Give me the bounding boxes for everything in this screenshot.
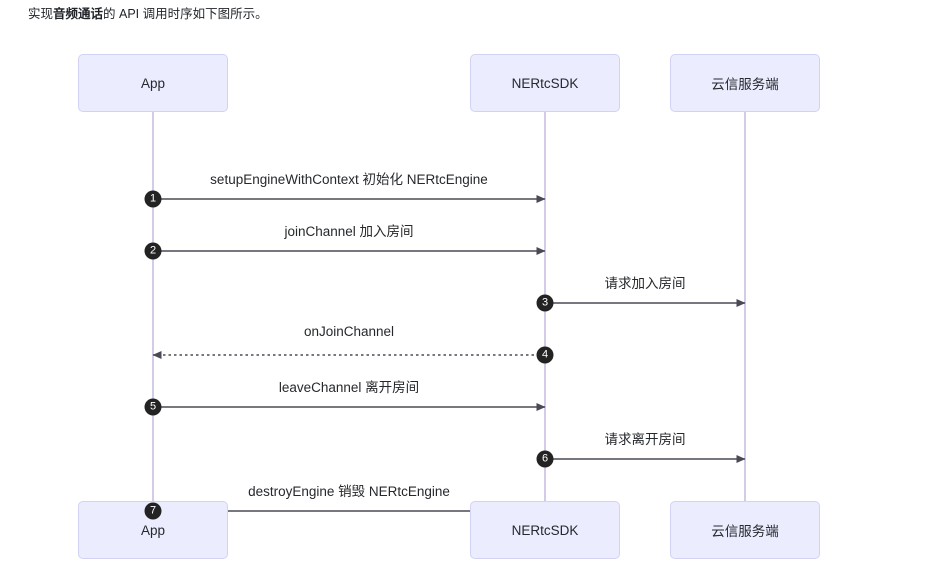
message-label-6: 请求离开房间: [604, 432, 686, 447]
sequence-number-badge-3: 3: [536, 294, 554, 312]
sequence-number-badge-7: 7: [144, 502, 162, 520]
message-label-2: joinChannel 加入房间: [284, 224, 414, 239]
participant-label-server: 云信服务端: [711, 524, 779, 539]
intro-emphasis: 音频通话: [53, 7, 104, 21]
intro-suffix: 的 API 调用时序如下图所示。: [103, 7, 268, 21]
participant-box-sdk-top[interactable]: NERtcSDK: [470, 54, 620, 112]
message-label-3: 请求加入房间: [604, 276, 686, 291]
participant-label-sdk: NERtcSDK: [511, 75, 579, 91]
participant-box-server-top[interactable]: 云信服务端: [670, 54, 820, 112]
message-arrows-group: [152, 195, 746, 515]
intro-prefix: 实现: [28, 7, 54, 21]
participant-box-server-bottom[interactable]: 云信服务端: [670, 501, 820, 559]
participant-label-app: App: [140, 522, 166, 538]
participant-label-app: App: [140, 75, 166, 91]
message-label-4: onJoinChannel: [303, 324, 395, 339]
sequence-number-badge-4: 4: [536, 346, 554, 364]
participant-box-sdk-bottom[interactable]: NERtcSDK: [470, 501, 620, 559]
sequence-number-badge-6: 6: [536, 450, 554, 468]
message-label-5: leaveChannel 离开房间: [278, 380, 420, 395]
diagram-canvas: [152, 112, 746, 515]
participant-box-app-top[interactable]: App: [78, 54, 228, 112]
intro-paragraph: 实现音频通话的 API 调用时序如下图所示。: [28, 5, 268, 23]
message-label-1: setupEngineWithContext 初始化 NERtcEngine: [210, 172, 488, 187]
message-label-7: destroyEngine 销毁 NERtcEngine: [248, 484, 450, 499]
sequence-number-badge-5: 5: [144, 398, 162, 416]
participant-label-server: 云信服务端: [711, 77, 779, 92]
sequence-number-badge-2: 2: [144, 242, 162, 260]
sequence-number-badge-1: 1: [144, 190, 162, 208]
participant-label-sdk: NERtcSDK: [511, 522, 579, 538]
